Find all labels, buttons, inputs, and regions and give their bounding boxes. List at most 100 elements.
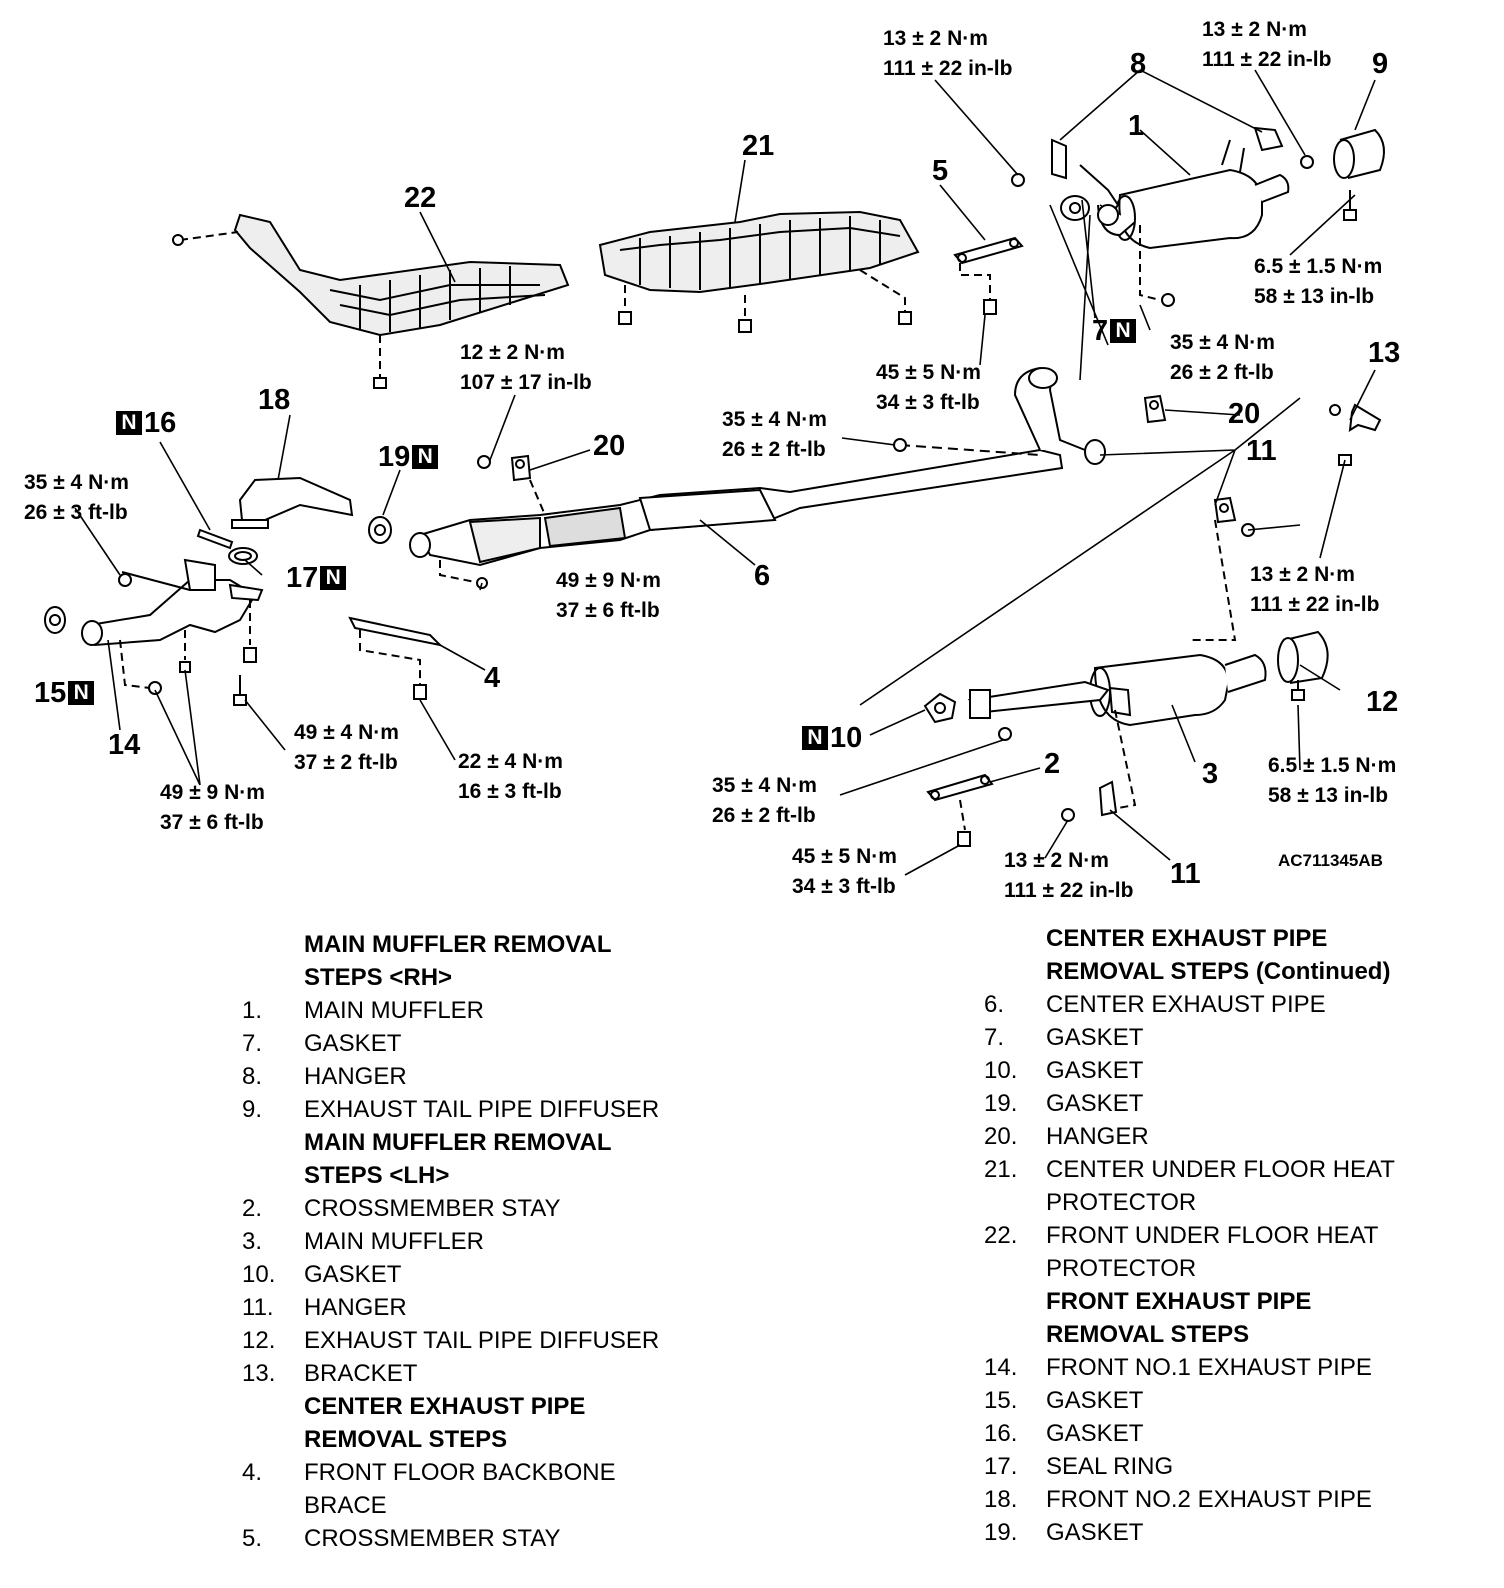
step-item: 4. FRONT FLOOR BACKBONE xyxy=(242,1456,762,1489)
step-number: 9. xyxy=(242,1096,263,1123)
hanger-20 xyxy=(477,394,1167,516)
step-text: GASKET xyxy=(1046,1090,1144,1117)
step-item: 20.HANGER xyxy=(984,1120,1499,1153)
step-text: EXHAUST TAIL PIPE DIFFUSER xyxy=(304,1327,660,1354)
exhaust-system-diagram xyxy=(44,69,1385,876)
step-number: 18. xyxy=(984,1486,1018,1513)
step-item: 18.FRONT NO.2 EXHAUST PIPE xyxy=(984,1483,1499,1516)
figure-code: AC711345AB xyxy=(1278,851,1383,870)
step-text: HANGER xyxy=(304,1294,407,1321)
torque-imperial: 26 ± 2 ft-lb xyxy=(1170,361,1274,384)
step-text: BRACE xyxy=(304,1492,387,1519)
callout-12: 12 xyxy=(1366,686,1399,718)
step-item: 8. HANGER xyxy=(242,1060,762,1093)
section-header: STEPS <LH> xyxy=(242,1159,762,1192)
step-item: 10.GASKET xyxy=(242,1258,762,1291)
torque-metric: 35 ± 4 N·m xyxy=(24,471,129,494)
gasket-15 xyxy=(44,606,66,634)
step-number: 12. xyxy=(242,1327,276,1354)
torque-imperial: 58 ± 13 in-lb xyxy=(1254,285,1375,308)
step-text: FRONT FLOOR BACKBONE xyxy=(304,1459,616,1486)
step-number: 10. xyxy=(242,1261,276,1288)
step-item: 9. EXHAUST TAIL PIPE DIFFUSER xyxy=(242,1093,762,1126)
section-header-text: STEPS <LH> xyxy=(304,1162,450,1189)
callout-6: 6 xyxy=(754,560,771,592)
step-text: PROTECTOR xyxy=(1046,1189,1197,1216)
torque-imperial: 111 ± 22 in-lb xyxy=(883,57,1013,80)
new-part-mark: N xyxy=(68,681,95,705)
torque-imperial: 34 ± 3 ft-lb xyxy=(792,875,896,898)
torque-metric: 12 ± 2 N·m xyxy=(460,341,565,364)
torque-metric: 49 ± 9 N·m xyxy=(160,781,265,804)
step-number: 8. xyxy=(242,1063,263,1090)
section-header: FRONT EXHAUST PIPE xyxy=(984,1285,1499,1318)
crossmember-stay-2 xyxy=(926,773,994,847)
torque-imperial: 107 ± 17 in-lb xyxy=(460,371,592,394)
exhaust-tail-pipe-diffuser-12 xyxy=(1277,630,1329,701)
torque-bracket-13: 13 ± 2 N·m 111 ± 22 in-lb xyxy=(1250,560,1379,620)
step-item: 3.MAIN MUFFLER xyxy=(242,1225,762,1258)
step-item: PROTECTOR xyxy=(984,1252,1499,1285)
step-number: 21. xyxy=(984,1156,1018,1183)
step-text: HANGER xyxy=(304,1063,407,1090)
step-item: PROTECTOR xyxy=(984,1186,1499,1219)
step-text: GASKET xyxy=(1046,1024,1144,1051)
new-part-mark: N xyxy=(320,566,347,590)
callout-18: 18 xyxy=(258,384,291,416)
step-item: 7.GASKET xyxy=(984,1021,1499,1054)
callout-2: 2 xyxy=(1044,748,1061,780)
torque-front-pipe-14: 49 ± 9 N·m 37 ± 6 ft-lb xyxy=(160,778,265,838)
step-number: 15. xyxy=(984,1387,1018,1414)
step-text: GASKET xyxy=(304,1030,402,1057)
callout-17-number: 17 xyxy=(286,562,319,594)
callout-19-number: 19 xyxy=(378,441,411,473)
front-under-floor-heat-protector xyxy=(172,213,570,389)
step-number: 5. xyxy=(242,1525,263,1552)
step-item: 19.GASKET xyxy=(984,1516,1499,1549)
step-item: 13.BRACKET xyxy=(242,1357,762,1390)
callout-7-number: 7 xyxy=(1092,315,1109,347)
section-header: CENTER EXHAUST PIPE xyxy=(984,922,1499,955)
torque-metric: 6.5 ± 1.5 N·m xyxy=(1254,255,1383,278)
torque-metric: 6.5 ± 1.5 N·m xyxy=(1268,754,1397,777)
step-text: EXHAUST TAIL PIPE DIFFUSER xyxy=(304,1096,660,1123)
torque-imperial: 111 ± 22 in-lb xyxy=(1202,48,1332,71)
step-item: 7.GASKET xyxy=(242,1027,762,1060)
step-text: CROSSMEMBER STAY xyxy=(304,1525,561,1552)
step-item: 15. GASKET xyxy=(984,1384,1499,1417)
torque-metric: 35 ± 4 N·m xyxy=(722,408,827,431)
right-step-list: CENTER EXHAUST PIPE REMOVAL STEPS (Contin… xyxy=(984,922,1499,1549)
center-exhaust-pipe xyxy=(409,366,1106,589)
step-text: GASKET xyxy=(1046,1057,1144,1084)
step-number: 2. xyxy=(242,1195,263,1222)
step-item: 5. CROSSMEMBER STAY xyxy=(242,1522,762,1555)
step-number: 4. xyxy=(242,1459,263,1486)
step-text: GASKET xyxy=(1046,1387,1144,1414)
step-item: 22.FRONT UNDER FLOOR HEAT xyxy=(984,1219,1499,1252)
seal-ring-17 xyxy=(228,547,258,565)
torque-muffler-1: 35 ± 4 N·m 26 ± 2 ft-lb xyxy=(1170,328,1275,388)
section-header: REMOVAL STEPS xyxy=(242,1423,762,1456)
step-text: FRONT UNDER FLOOR HEAT xyxy=(1046,1222,1379,1249)
step-number: 19. xyxy=(984,1519,1018,1546)
step-item: 11.HANGER xyxy=(242,1291,762,1324)
section-header-text: REMOVAL STEPS (Continued) xyxy=(1046,958,1391,985)
torque-brace-4: 22 ± 4 N·m 16 ± 3 ft-lb xyxy=(458,747,563,807)
step-text: CENTER UNDER FLOOR HEAT xyxy=(1046,1156,1395,1183)
torque-imperial: 37 ± 6 ft-lb xyxy=(160,811,264,834)
torque-metric: 49 ± 4 N·m xyxy=(294,721,399,744)
callout-14: 14 xyxy=(108,729,141,761)
section-header: MAIN MUFFLER REMOVAL xyxy=(242,1126,762,1159)
callout-4: 4 xyxy=(484,662,501,694)
step-text: BRACKET xyxy=(304,1360,418,1387)
main-muffler-lh xyxy=(967,653,1267,727)
step-text: GASKET xyxy=(1046,1420,1144,1447)
torque-metric: 13 ± 2 N·m xyxy=(883,27,988,50)
step-text: SEAL RING xyxy=(1046,1453,1174,1480)
torque-crossmember-2: 45 ± 5 N·m 34 ± 3 ft-lb xyxy=(792,842,897,902)
step-number: 1. xyxy=(242,997,263,1024)
